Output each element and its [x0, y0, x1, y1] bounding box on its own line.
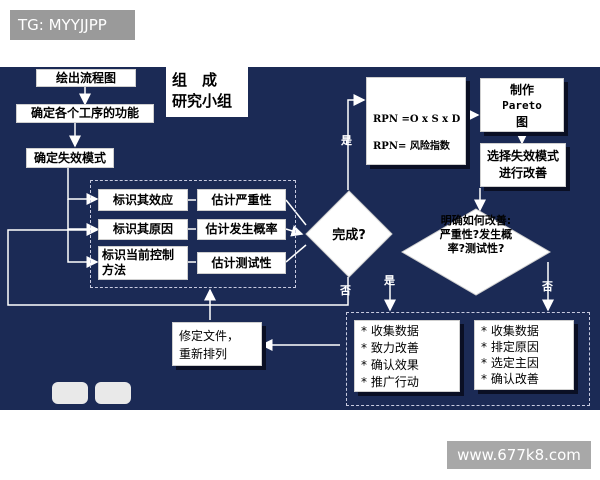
rpn-meaning: RPN= 风险指数 [373, 141, 450, 152]
identify-cause-box: 标识其原因 [98, 219, 188, 240]
estimate-occurrence-box: 估计发生概率 [197, 219, 286, 240]
analysis-item: * 排定原因 [481, 340, 539, 354]
revise-line-2: 重新排列 [179, 347, 228, 361]
revise-box: 修定文件， 重新排列 [172, 322, 262, 366]
team-line-2: 研究小组 [172, 92, 233, 110]
pareto-box: 制作 Pareto 图 [480, 78, 564, 132]
identify-effect-box: 标识其效应 [98, 189, 188, 211]
identify-current-control-box: 标识当前控制方法 [98, 246, 188, 280]
pareto-line-2: Pareto [502, 99, 542, 112]
action-item: * 推广行动 [361, 375, 419, 389]
improve-decision-label: 明确如何改善:严重性?发生概率?测试性? [439, 214, 513, 255]
yes-label-top: 是 [341, 134, 352, 147]
estimate-detection-box: 估计测试性 [197, 252, 286, 274]
analysis-item: * 收集数据 [481, 324, 539, 338]
define-failure-modes-box: 确定失效模式 [26, 148, 114, 168]
draw-flowchart-box: 绘出流程图 [36, 69, 136, 87]
action-item-text: 推广行动 [370, 375, 419, 389]
analysis-item: * 选定主因 [481, 356, 539, 370]
estimate-severity-box: 估计严重性 [197, 189, 286, 211]
improvement-group [346, 312, 590, 406]
action-item-text: 确认效果 [370, 358, 419, 372]
select-failure-box: 选择失效模式 进行改善 [480, 143, 566, 187]
done-decision-label: 完成? [332, 228, 366, 243]
no-label-right: 否 [542, 280, 553, 293]
team-line-1: 组 成 [172, 71, 218, 89]
action-item: * 致力改善 [361, 341, 419, 355]
improve-decision-diamond [401, 208, 551, 296]
action-list-box: * 收集数据 * 致力改善 * 确认效果 * 推广行动 [354, 320, 460, 392]
action-item-text: 收集数据 [370, 324, 419, 338]
watermark-top: TG: MYYJJPP [10, 10, 135, 40]
decorative-pill-left [52, 382, 88, 404]
analysis-item-text: 排定原因 [490, 340, 539, 354]
analysis-item: * 确认改善 [481, 372, 539, 386]
analysis-item-text: 收集数据 [490, 324, 539, 338]
watermark-bottom: www.677k8.com [447, 441, 591, 469]
action-item-text: 致力改善 [370, 341, 419, 355]
analysis-list-box: * 收集数据 * 排定原因 * 选定主因 * 确认改善 [474, 320, 574, 390]
identify-estimate-group [90, 180, 296, 288]
define-functions-box: 确定各个工序的功能 [16, 104, 154, 123]
rpn-box: RPN =O x S x D RPN= 风险指数 [366, 77, 466, 165]
done-decision-diamond [305, 190, 393, 278]
team-box: 组 成 研究小组 [166, 67, 248, 117]
action-item: * 收集数据 [361, 324, 419, 338]
pareto-line-3: 图 [515, 115, 528, 129]
pareto-line-1: 制作 [509, 83, 534, 97]
rpn-formula: RPN =O x S x D [373, 114, 461, 125]
select-failure-line-2: 进行改善 [498, 166, 547, 180]
analysis-item-text: 选定主因 [490, 356, 539, 370]
yes-label-bottom: 是 [384, 274, 395, 287]
select-failure-line-1: 选择失效模式 [486, 149, 559, 163]
revise-line-1: 修定文件， [179, 329, 240, 343]
action-item: * 确认效果 [361, 358, 419, 372]
no-label-left: 否 [340, 284, 351, 297]
decorative-pill-right [95, 382, 131, 404]
analysis-item-text: 确认改善 [490, 372, 539, 386]
